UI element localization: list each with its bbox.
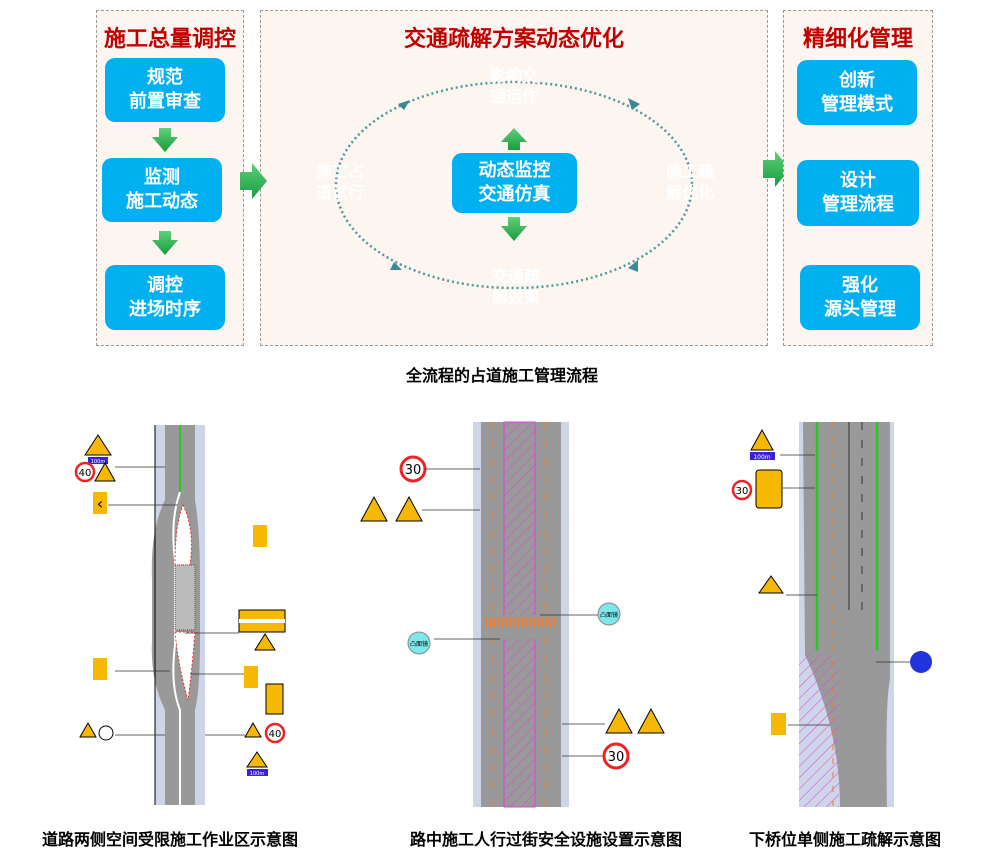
end-limit-sign-icon xyxy=(98,725,114,741)
panel-title: 交通疏解方案动态优化 xyxy=(403,27,624,52)
svg-text:100m: 100m xyxy=(91,459,106,465)
cycle-arrow-icon xyxy=(628,98,640,110)
chevron-left-sign-icon xyxy=(244,666,258,688)
chevron-right-sign-icon xyxy=(771,713,786,735)
work-ahead-sign-icon: 100m xyxy=(246,751,268,777)
svg-text:凸面镜: 凸面镜 xyxy=(600,611,618,619)
chevron-left-sign-icon xyxy=(93,492,107,514)
step-box: 设计 管理流程 xyxy=(797,160,919,226)
slippery-road-sign-icon xyxy=(758,575,784,594)
svg-text:40: 40 xyxy=(79,468,92,479)
svg-text:100m: 100m xyxy=(753,454,770,461)
convex-mirror-sign-icon: 凸面镜 xyxy=(407,631,431,655)
step-box: 调控 进场时序 xyxy=(105,265,225,330)
down-arrow-icon xyxy=(152,231,178,255)
right-diagram-caption: 下桥位单侧施工疏解示意图 xyxy=(748,830,942,849)
node-effect: 交通疏 解效果 xyxy=(460,250,572,324)
pedestrian-crossing-sign-icon xyxy=(360,495,388,522)
up-arrow-icon xyxy=(501,128,527,150)
down-arrow-icon xyxy=(152,128,178,152)
speed-limit-sign-icon: 40 xyxy=(264,722,286,744)
svg-text:凸面镜: 凸面镜 xyxy=(410,640,428,648)
node-impact: 影响交 通运作 xyxy=(458,50,570,122)
speed-limit-sign-icon: 30 xyxy=(602,742,630,770)
speed-limit-sign-icon: 40 xyxy=(74,461,96,483)
work-ahead-sign-icon: 100m xyxy=(84,434,112,465)
left-diagram-caption: 道路两侧空间受限施工作业区示意图 xyxy=(41,830,299,849)
road-diagrams: 100m 40 ‹ 40 100m 30 xyxy=(74,421,932,808)
svg-text:100m: 100m xyxy=(250,771,265,777)
right-arrow-icon xyxy=(240,163,267,199)
speed-limit-sign-icon: 30 xyxy=(731,479,753,501)
right-arrow-icon xyxy=(763,151,790,187)
flow-caption: 全流程的占道施工管理流程 xyxy=(405,366,599,385)
svg-text:40: 40 xyxy=(269,729,282,740)
narrow-road-sign-icon xyxy=(244,721,262,738)
panel-title: 施工总量调控 xyxy=(103,27,236,52)
traffic-signal-sign-icon xyxy=(395,495,423,522)
traffic-signal-sign-icon xyxy=(637,707,665,734)
node-trial: 施工占 道试行 xyxy=(288,146,392,218)
pedestrian-crossing-sign-icon xyxy=(605,707,633,734)
chevron-left-sign-icon xyxy=(253,525,267,547)
svg-text:30: 30 xyxy=(736,486,749,497)
chevron-right-sign-icon xyxy=(93,658,107,680)
middle-road-diagram: 30 凸面镜 凸面镜 30 xyxy=(360,421,665,808)
svg-text:30: 30 xyxy=(405,463,422,478)
middle-diagram-caption: 路中施工人行过街安全设施设置示意图 xyxy=(409,830,683,849)
left-road-diagram: 100m 40 ‹ 40 100m xyxy=(74,425,286,805)
cycle-arrow-icon xyxy=(390,262,402,270)
work-ahead-sign-icon xyxy=(254,633,276,651)
double-chevron-sign-icon xyxy=(265,683,284,715)
down-arrow-icon xyxy=(501,217,527,241)
work-ahead-sign-icon: 100m xyxy=(750,428,775,461)
right-road-diagram: 100m 30 xyxy=(731,422,932,807)
node-monitoring: 动态监控 交通仿真 xyxy=(452,153,577,213)
work-sign-icon xyxy=(79,721,97,738)
svg-text:30: 30 xyxy=(608,750,625,765)
cycle-arrow-icon xyxy=(628,260,638,272)
panel-title: 精细化管理 xyxy=(802,27,913,52)
step-box: 强化 源头管理 xyxy=(800,265,920,330)
convex-mirror-sign-icon: 凸面镜 xyxy=(597,602,621,626)
step-box: 创新 管理模式 xyxy=(797,60,917,125)
narrow-road-sign-icon xyxy=(94,461,116,482)
speed-limit-sign-icon: 30 xyxy=(399,455,427,483)
step-box: 规范 前置审查 xyxy=(105,58,225,122)
node-optimize: 施工疏 解优化 xyxy=(638,146,742,218)
step-box: 监测 施工动态 xyxy=(102,158,222,222)
svg-text:‹: ‹ xyxy=(97,494,103,513)
lane-reduction-sign-icon xyxy=(755,469,783,509)
keep-both-sides-sign-icon xyxy=(910,651,932,673)
cycle-arrow-icon xyxy=(398,100,410,110)
